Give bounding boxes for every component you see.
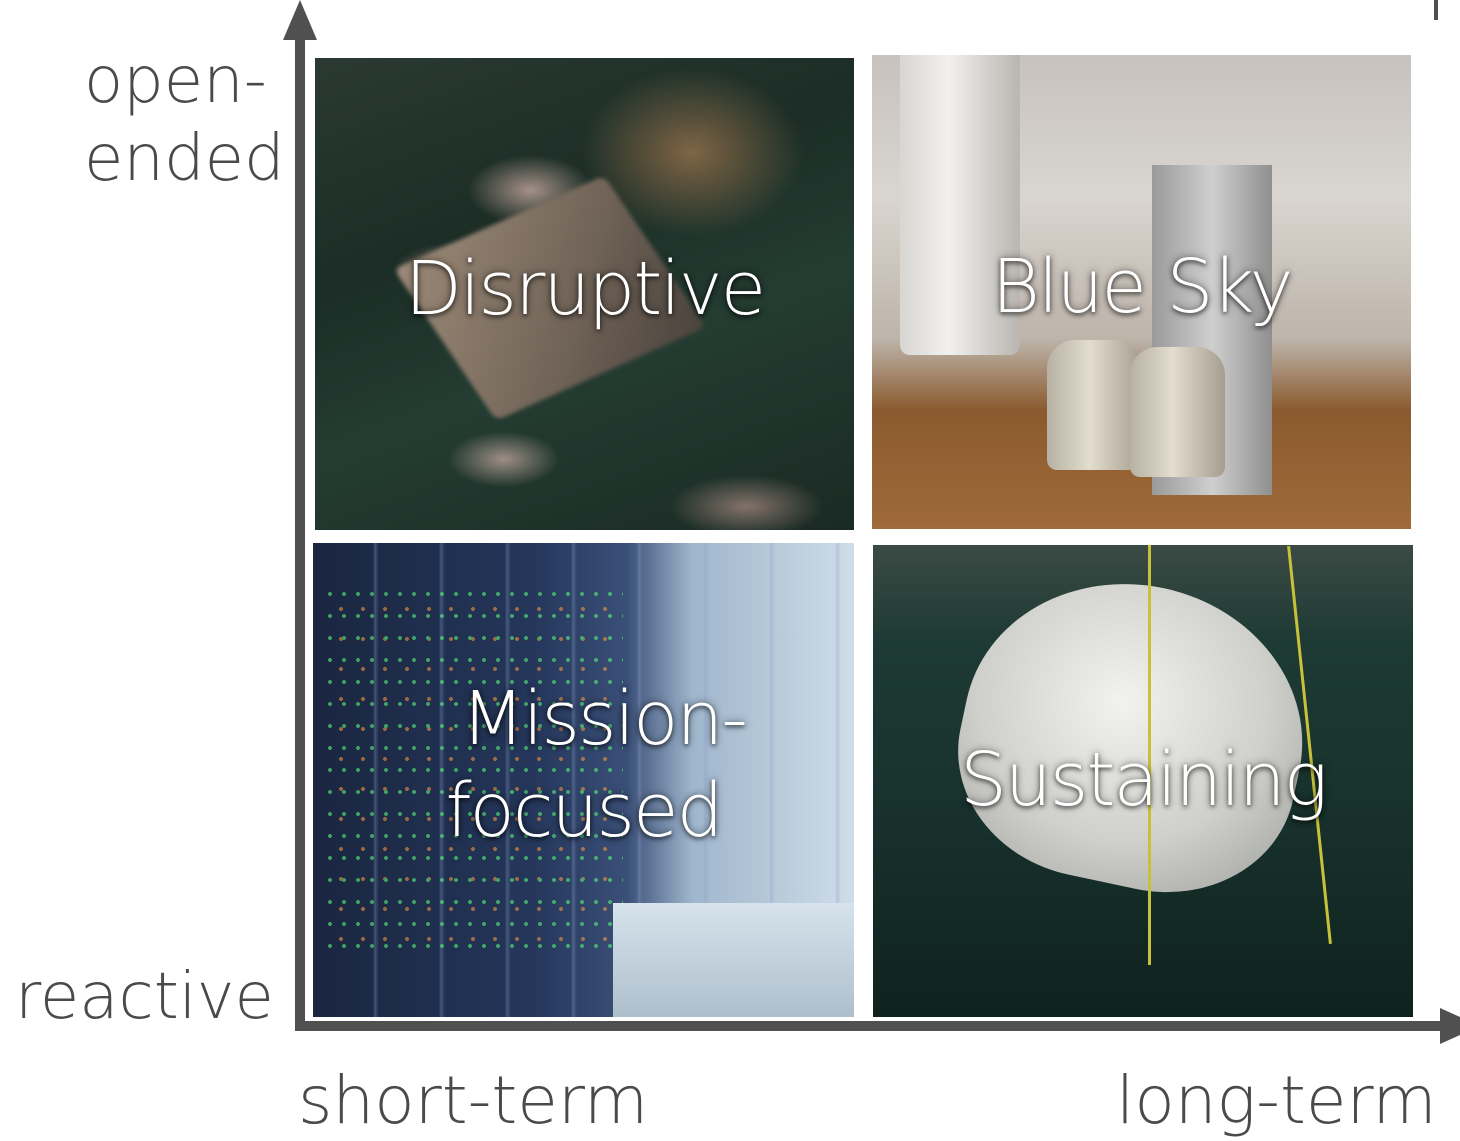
server-room-floor (613, 903, 854, 1017)
dewar-shape (1130, 347, 1225, 477)
quadrant-sustaining-label: Sustaining (959, 737, 1328, 823)
y-axis-top-label-text: open- ended (84, 44, 285, 196)
quadrant-mission-focused-line1: Mission- (461, 676, 748, 762)
quadrant-blue-sky: Blue Sky (872, 55, 1411, 529)
quadrant-disruptive: Disruptive (315, 58, 854, 530)
quadrant-mission-focused-label: Mission- focused (421, 673, 748, 857)
rope-shape (1148, 545, 1151, 965)
quadrant-blue-sky-label: Blue Sky (991, 244, 1294, 330)
quadrant-sustaining: Sustaining (873, 545, 1413, 1017)
quadrant-mission-focused-line2: focused (445, 768, 724, 854)
dewar-shape (1047, 340, 1142, 470)
lab-cylinder-shape (900, 55, 1020, 355)
y-axis-bottom-label: reactive (15, 960, 274, 1034)
x-axis-line (295, 1021, 1445, 1031)
y-axis-line (295, 30, 305, 1029)
y-axis-top-label: open- ended (84, 42, 285, 198)
x-axis-right-label: long-term (1116, 1062, 1437, 1139)
x-axis-left-label: short-term (298, 1062, 649, 1139)
y-axis-arrow-icon (283, 0, 317, 40)
quadrant-disruptive-label: Disruptive (404, 246, 766, 332)
x-axis-arrow-icon (1440, 1008, 1460, 1044)
server-leds (323, 583, 623, 963)
quadrant-mission-focused: Mission- focused (313, 543, 854, 1017)
corner-tick (1434, 0, 1438, 20)
